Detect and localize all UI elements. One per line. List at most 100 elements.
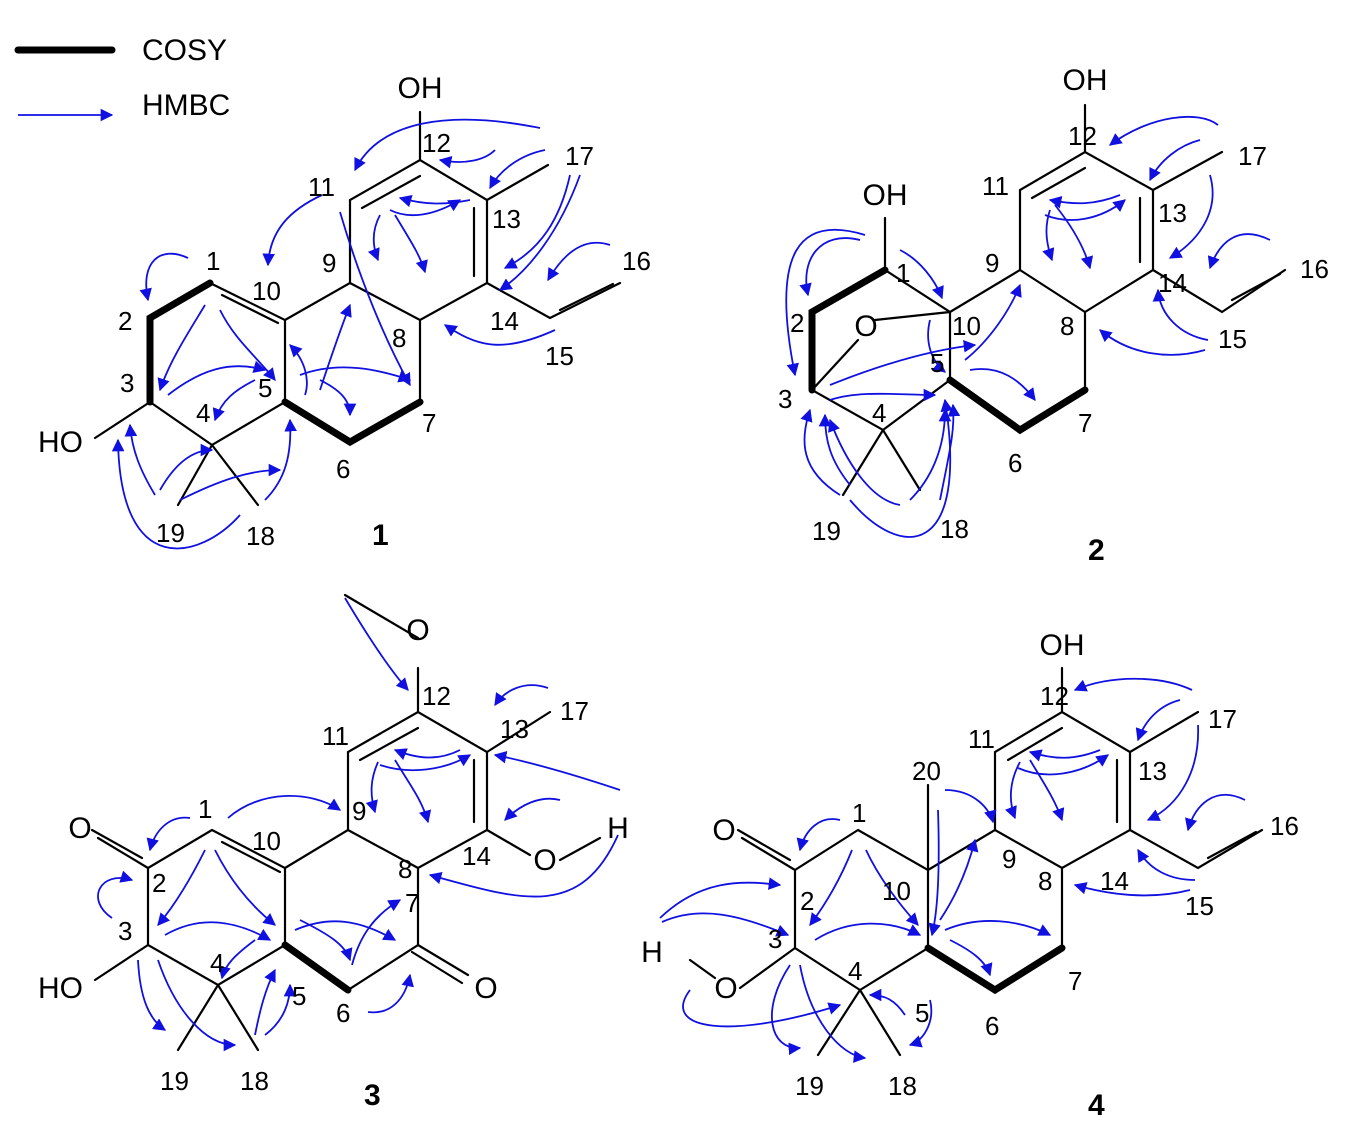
compound-3-hmbc	[97, 597, 621, 1052]
compound-3-number: 3	[364, 1079, 381, 1112]
compound-3-methoxy-o-label: O	[406, 614, 429, 647]
c4-n17: 17	[1208, 704, 1237, 734]
c3-n11: 11	[322, 721, 349, 751]
compound-2-numbering: 1 2 3 4 5 6 7 8 9 10 11 12 13 14 15 16 1…	[778, 121, 1329, 546]
c4-n1: 1	[852, 798, 866, 828]
c2-n3: 3	[778, 384, 792, 414]
compound-1-skeleton	[93, 110, 622, 507]
compound-3-ho-label: HO	[38, 972, 83, 1005]
compound-3-oh-o-label: O	[533, 844, 556, 877]
c4-n4: 4	[848, 956, 862, 986]
c2-n10: 10	[952, 311, 981, 341]
c2-n9: 9	[985, 248, 999, 278]
c1-n19: 19	[156, 518, 185, 548]
c3-n4: 4	[210, 948, 224, 978]
compound-1-numbering: 1 2 3 4 5 6 7 8 9 10 11 12 13 14 15 16 1…	[118, 128, 651, 551]
compound-1-double-bonds	[220, 174, 615, 325]
compound-4: OH O H O 1 2 3 4 5 6 7 8 9 10 11 12 13 1…	[641, 629, 1299, 1122]
c4-n2: 2	[800, 886, 814, 916]
legend: COSY HMBC	[14, 34, 230, 122]
c2-n15: 15	[1218, 324, 1247, 354]
c4-n13: 13	[1138, 756, 1167, 786]
compound-4-number: 4	[1088, 1089, 1105, 1122]
c2-n6: 6	[1008, 448, 1022, 478]
c3-n14: 14	[462, 841, 491, 871]
c3-n10: 10	[252, 826, 281, 856]
c3-n1: 1	[198, 794, 212, 824]
c1-n18: 18	[246, 521, 275, 551]
c1-n13: 13	[492, 204, 521, 234]
compound-4-ketone2-o-label: O	[712, 814, 735, 847]
c4-n14: 14	[1100, 866, 1129, 896]
c2-n12: 12	[1068, 121, 1097, 151]
compound-2-o-bridge-label: O	[854, 310, 877, 343]
c2-n1: 1	[896, 258, 910, 288]
compound-4-hmbc	[659, 677, 1246, 1063]
c4-n10: 10	[882, 876, 911, 906]
c4-n11: 11	[968, 724, 995, 754]
c3-n5: 5	[292, 981, 306, 1011]
c1-n7: 7	[422, 408, 436, 438]
c1-n5: 5	[258, 373, 272, 403]
c1-n6: 6	[336, 454, 350, 484]
c4-n20: 20	[912, 756, 941, 786]
compound-2-oh-top-label: OH	[1063, 64, 1108, 97]
compound-3-ketone2-o-label: O	[68, 812, 91, 845]
c2-n17: 17	[1238, 141, 1267, 171]
c3-n9: 9	[352, 796, 366, 826]
compound-4-skeleton	[688, 666, 1264, 1057]
c2-n4: 4	[872, 398, 886, 428]
c4-n6: 6	[985, 1011, 999, 1041]
c1-n9: 9	[322, 248, 336, 278]
legend-cosy-label: COSY	[142, 34, 227, 67]
c1-n17: 17	[565, 141, 594, 171]
c3-n3: 3	[118, 916, 132, 946]
compound-3-ketone7-o-label: O	[474, 972, 497, 1005]
c1-n16: 16	[622, 246, 651, 276]
c3-n6: 6	[336, 998, 350, 1028]
compound-3-double-bonds	[90, 726, 476, 985]
c3-n7: 7	[405, 888, 419, 918]
c1-n15: 15	[545, 341, 574, 371]
compound-4-cosy	[924, 944, 1066, 995]
c2-n11: 11	[982, 171, 1009, 201]
legend-hmbc-label: HMBC	[142, 89, 230, 122]
compound-1-hmbc	[111, 118, 611, 550]
c3-n13: 13	[500, 714, 529, 744]
c2-n14: 14	[1158, 268, 1187, 298]
compound-3-skeleton	[93, 593, 602, 1052]
c1-n2: 2	[118, 306, 132, 336]
c1-n12: 12	[422, 128, 451, 158]
compound-4-oh-label: OH	[1040, 629, 1085, 662]
compound-1-cosy	[146, 279, 424, 447]
c1-n4: 4	[196, 398, 210, 428]
c3-n17: 17	[560, 696, 589, 726]
c1-n8: 8	[392, 323, 406, 353]
c4-n16: 16	[1270, 811, 1299, 841]
c2-n19: 19	[812, 516, 841, 546]
c3-n12: 12	[422, 681, 451, 711]
c3-n2: 2	[152, 868, 166, 898]
c2-n8: 8	[1060, 311, 1074, 341]
c4-n12: 12	[1040, 681, 1069, 711]
c3-n8: 8	[398, 854, 412, 884]
c1-n3: 3	[120, 368, 134, 398]
c4-n19: 19	[795, 1071, 824, 1101]
c4-n5: 5	[915, 998, 929, 1028]
compound-4-o-label: O	[714, 972, 737, 1005]
compound-2-oh-c1-label: OH	[863, 179, 908, 212]
c1-n1: 1	[206, 246, 220, 276]
c1-n11: 11	[308, 172, 335, 202]
compound-3-oh-h-label: H	[607, 812, 629, 845]
c2-n18: 18	[940, 514, 969, 544]
c1-n10: 10	[252, 276, 281, 306]
compound-4-h-label: H	[641, 936, 663, 969]
compound-2-number: 2	[1088, 534, 1105, 567]
c4-n9: 9	[1002, 844, 1016, 874]
compound-1-number: 1	[372, 519, 389, 552]
compound-3-cosy	[281, 941, 352, 994]
c4-n18: 18	[888, 1071, 917, 1101]
c4-n15: 15	[1185, 891, 1214, 921]
